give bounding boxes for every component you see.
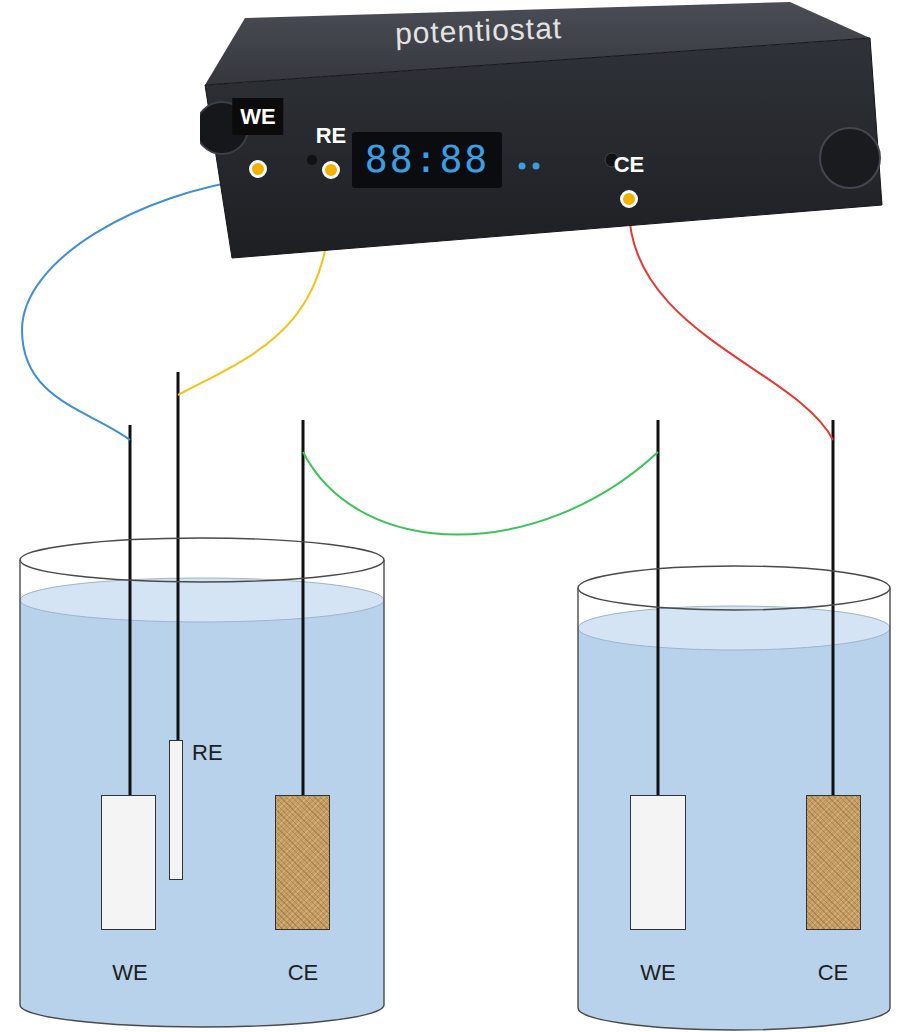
beaker-glass: [20, 538, 890, 1030]
connection-wire: [22, 178, 258, 440]
potentiostat-device: potentiostatWE RE 88:88 CE: [200, 0, 890, 262]
electrode-label: WE: [640, 960, 675, 985]
electrode-label: CE: [818, 960, 849, 985]
terminal-port: CE: [607, 152, 651, 208]
port-dot: [620, 190, 638, 208]
electrode: CE: [798, 440, 868, 990]
port-dot: [322, 161, 340, 179]
electrode-plate: [101, 795, 156, 930]
electrode: RE: [128, 395, 228, 885]
digital-display: 88:88: [352, 132, 502, 188]
port-dot: [249, 160, 267, 178]
electrode-label: WE: [112, 960, 147, 985]
electrode-plate: [275, 795, 330, 930]
display-digits: 88:88: [365, 138, 489, 182]
electrode: WE: [623, 452, 693, 990]
port-label: WE: [232, 98, 283, 135]
electrode-label: CE: [288, 960, 319, 985]
electrode-plate: [806, 795, 861, 930]
water: [20, 578, 384, 1027]
terminal-port: RE: [310, 123, 352, 179]
electrode-leads: [130, 372, 833, 796]
connection-wire: [629, 208, 833, 440]
electrode-plate: [630, 795, 686, 930]
port-label: CE: [614, 152, 645, 177]
port-label: RE: [316, 123, 347, 148]
water-surface: [20, 578, 384, 622]
electrode: WE: [95, 440, 165, 990]
water: [578, 606, 890, 1030]
electrode-plate: [169, 740, 183, 880]
electrode-label: RE: [192, 740, 223, 765]
electrode: CE: [268, 452, 338, 990]
water-surface: [578, 606, 890, 650]
connection-wire: [303, 452, 658, 535]
device-name: potentiostat: [394, 11, 562, 51]
terminal-port: WE: [228, 98, 288, 178]
